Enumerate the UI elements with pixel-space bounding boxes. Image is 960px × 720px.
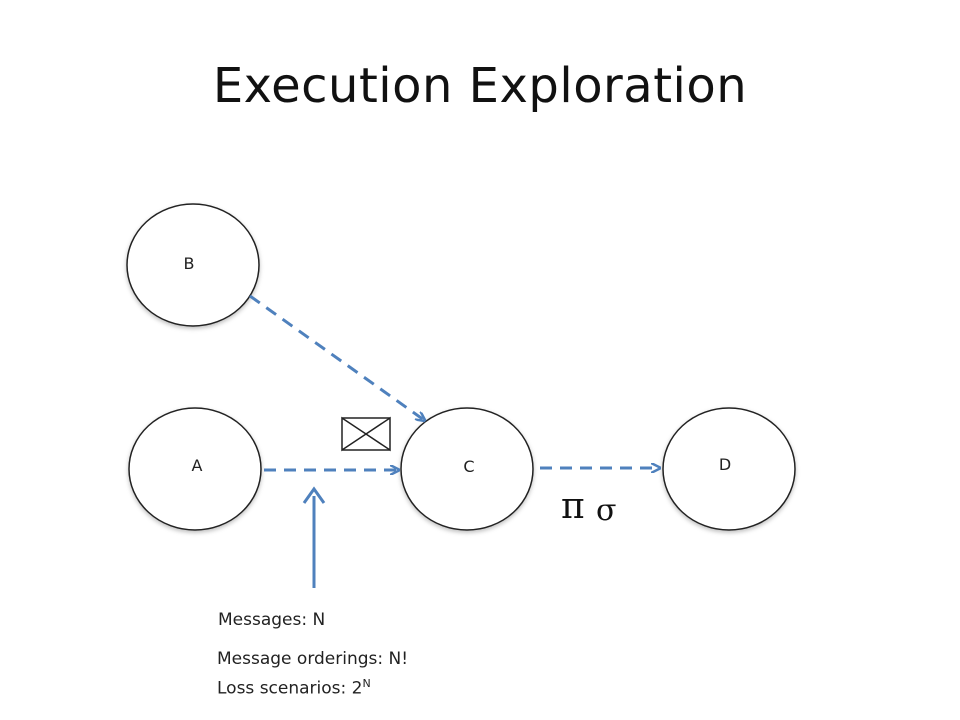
node-d: D bbox=[662, 407, 796, 531]
node-c-label: C bbox=[463, 457, 474, 476]
loss-note: Loss scenarios: 2N bbox=[217, 677, 371, 699]
node-a: A bbox=[128, 407, 262, 531]
loss-note-text: Loss scenarios: 2 bbox=[217, 678, 363, 699]
messages-note: Messages: N bbox=[218, 610, 326, 630]
node-d-label: D bbox=[719, 455, 731, 474]
pi-symbol: π bbox=[561, 486, 585, 527]
arrow-b-to-c bbox=[249, 294, 424, 420]
sigma-symbol: σ bbox=[596, 493, 616, 528]
node-b: B bbox=[126, 203, 260, 327]
bowtie-icon bbox=[341, 416, 391, 452]
node-a-label: A bbox=[192, 456, 203, 475]
arrow-up-to-messages bbox=[302, 486, 326, 588]
node-b-label: B bbox=[184, 254, 195, 273]
slide-title: Execution Exploration bbox=[212, 58, 748, 114]
loss-note-exponent: N bbox=[362, 677, 371, 690]
orderings-note: Message orderings: N! bbox=[217, 649, 409, 669]
node-c: C bbox=[400, 407, 534, 531]
